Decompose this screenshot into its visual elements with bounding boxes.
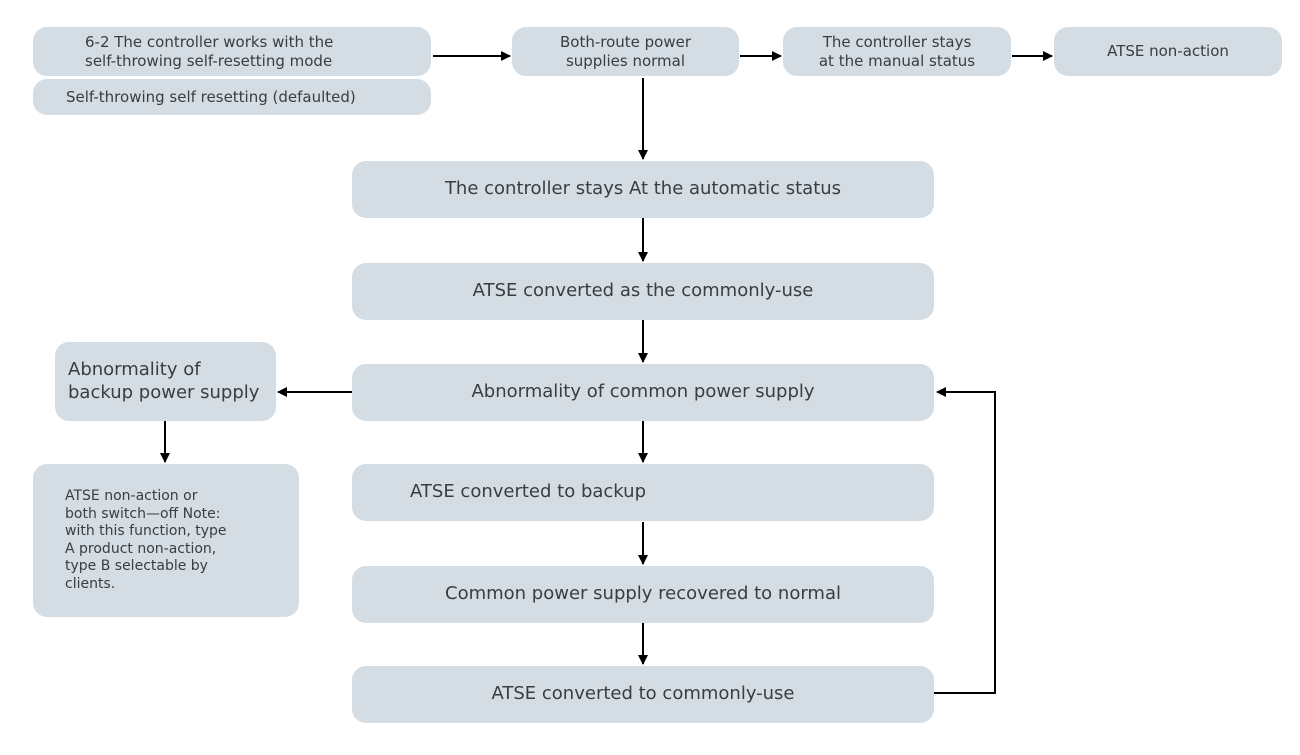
- node-auto-status-label: The controller stays At the automatic st…: [444, 178, 842, 200]
- node-abnormal-common: Abnormality of common power supply: [352, 364, 934, 421]
- arrow-loop-back-to-abnormal-common: [934, 387, 996, 694]
- node-common-recovered: Common power supply recovered to normal: [352, 566, 934, 623]
- node-manual-status-label: The controller stays at the manual statu…: [818, 32, 976, 70]
- node-atse-note: ATSE non-action or both switch—off Note:…: [33, 464, 299, 617]
- node-abnormal-common-label: Abnormality of common power supply: [471, 381, 815, 403]
- node-convert-backup: ATSE converted to backup: [352, 464, 934, 521]
- node-atse-non-action-label: ATSE non-action: [1107, 42, 1229, 61]
- node-abnormal-backup: Abnormality of backup power supply: [55, 342, 276, 421]
- node-convert-common-use-2-label: ATSE converted to commonly-use: [491, 683, 795, 705]
- node-atse-non-action: ATSE non-action: [1054, 27, 1282, 76]
- node-mode-title: 6-2 The controller works with the self-t…: [33, 27, 431, 76]
- node-convert-common-use-2: ATSE converted to commonly-use: [352, 666, 934, 723]
- node-both-normal-label: Both-route power supplies normal: [559, 32, 692, 70]
- node-auto-status: The controller stays At the automatic st…: [352, 161, 934, 218]
- node-abnormal-backup-label: Abnormality of backup power supply: [68, 359, 260, 403]
- node-mode-default: Self-throwing self resetting (defaulted): [33, 79, 431, 115]
- node-common-recovered-label: Common power supply recovered to normal: [445, 583, 841, 605]
- node-convert-backup-label: ATSE converted to backup: [410, 481, 647, 503]
- node-convert-common-use-label: ATSE converted as the commonly-use: [472, 280, 814, 302]
- node-convert-common-use: ATSE converted as the commonly-use: [352, 263, 934, 320]
- node-mode-title-label: 6-2 The controller works with the self-t…: [85, 32, 334, 70]
- node-atse-note-label: ATSE non-action or both switch—off Note:…: [65, 488, 227, 592]
- node-both-normal: Both-route power supplies normal: [512, 27, 739, 76]
- node-mode-default-label: Self-throwing self resetting (defaulted): [66, 87, 356, 106]
- node-manual-status: The controller stays at the manual statu…: [783, 27, 1011, 76]
